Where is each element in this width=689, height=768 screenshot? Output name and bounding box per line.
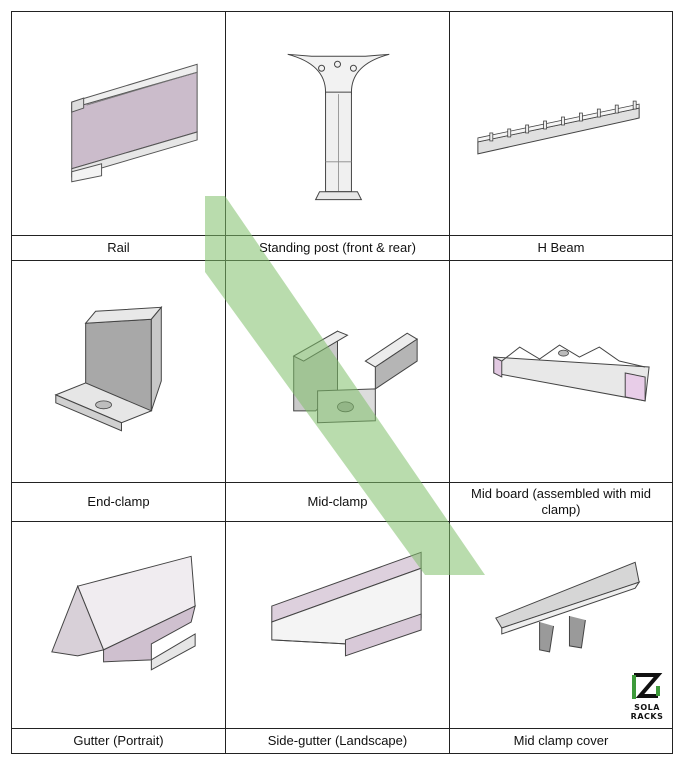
side-gutter-image-cell xyxy=(225,521,450,729)
h-beam-image xyxy=(477,100,640,155)
caption-standing-post: Standing post (front & rear) xyxy=(225,235,450,261)
caption-mid-board: Mid board (assembled with mid clamp) xyxy=(449,482,673,522)
mid-board-image-cell xyxy=(449,260,673,483)
sola-racks-logo: SOLA RACKS xyxy=(627,672,667,728)
rail-image-cell xyxy=(11,11,226,236)
mid-board-image xyxy=(493,344,650,402)
standing-post-image xyxy=(287,53,390,201)
caption-side-gutter: Side-gutter (Landscape) xyxy=(225,728,450,754)
caption-end-clamp: End-clamp xyxy=(11,482,226,522)
standing-post-image-cell xyxy=(225,11,450,236)
caption-mid-clamp-cover: Mid clamp cover xyxy=(449,728,673,754)
mid-clamp-cover-image xyxy=(495,561,641,653)
mid-clamp-image xyxy=(292,330,419,424)
caption-mid-clamp: Mid-clamp xyxy=(225,482,450,522)
end-clamp-image-cell xyxy=(11,260,226,483)
logo-text-line1: SOLA xyxy=(634,703,660,712)
mid-clamp-image-cell xyxy=(225,260,450,483)
mid-clamp-cover-image-cell xyxy=(449,521,673,729)
gutter-portrait-image-cell xyxy=(11,521,226,729)
parts-table: Rail Standing post (front & rear) H Beam xyxy=(11,11,673,754)
h-beam-image-cell xyxy=(449,11,673,236)
logo-mark-icon xyxy=(632,673,663,699)
caption-gutter-portrait: Gutter (Portrait) xyxy=(11,728,226,754)
end-clamp-image xyxy=(54,305,163,432)
logo-text-line2: RACKS xyxy=(630,712,664,721)
gutter-portrait-image xyxy=(51,555,196,671)
caption-rail: Rail xyxy=(11,235,226,261)
caption-h-beam: H Beam xyxy=(449,235,673,261)
side-gutter-image xyxy=(271,551,422,657)
rail-image xyxy=(71,63,198,183)
